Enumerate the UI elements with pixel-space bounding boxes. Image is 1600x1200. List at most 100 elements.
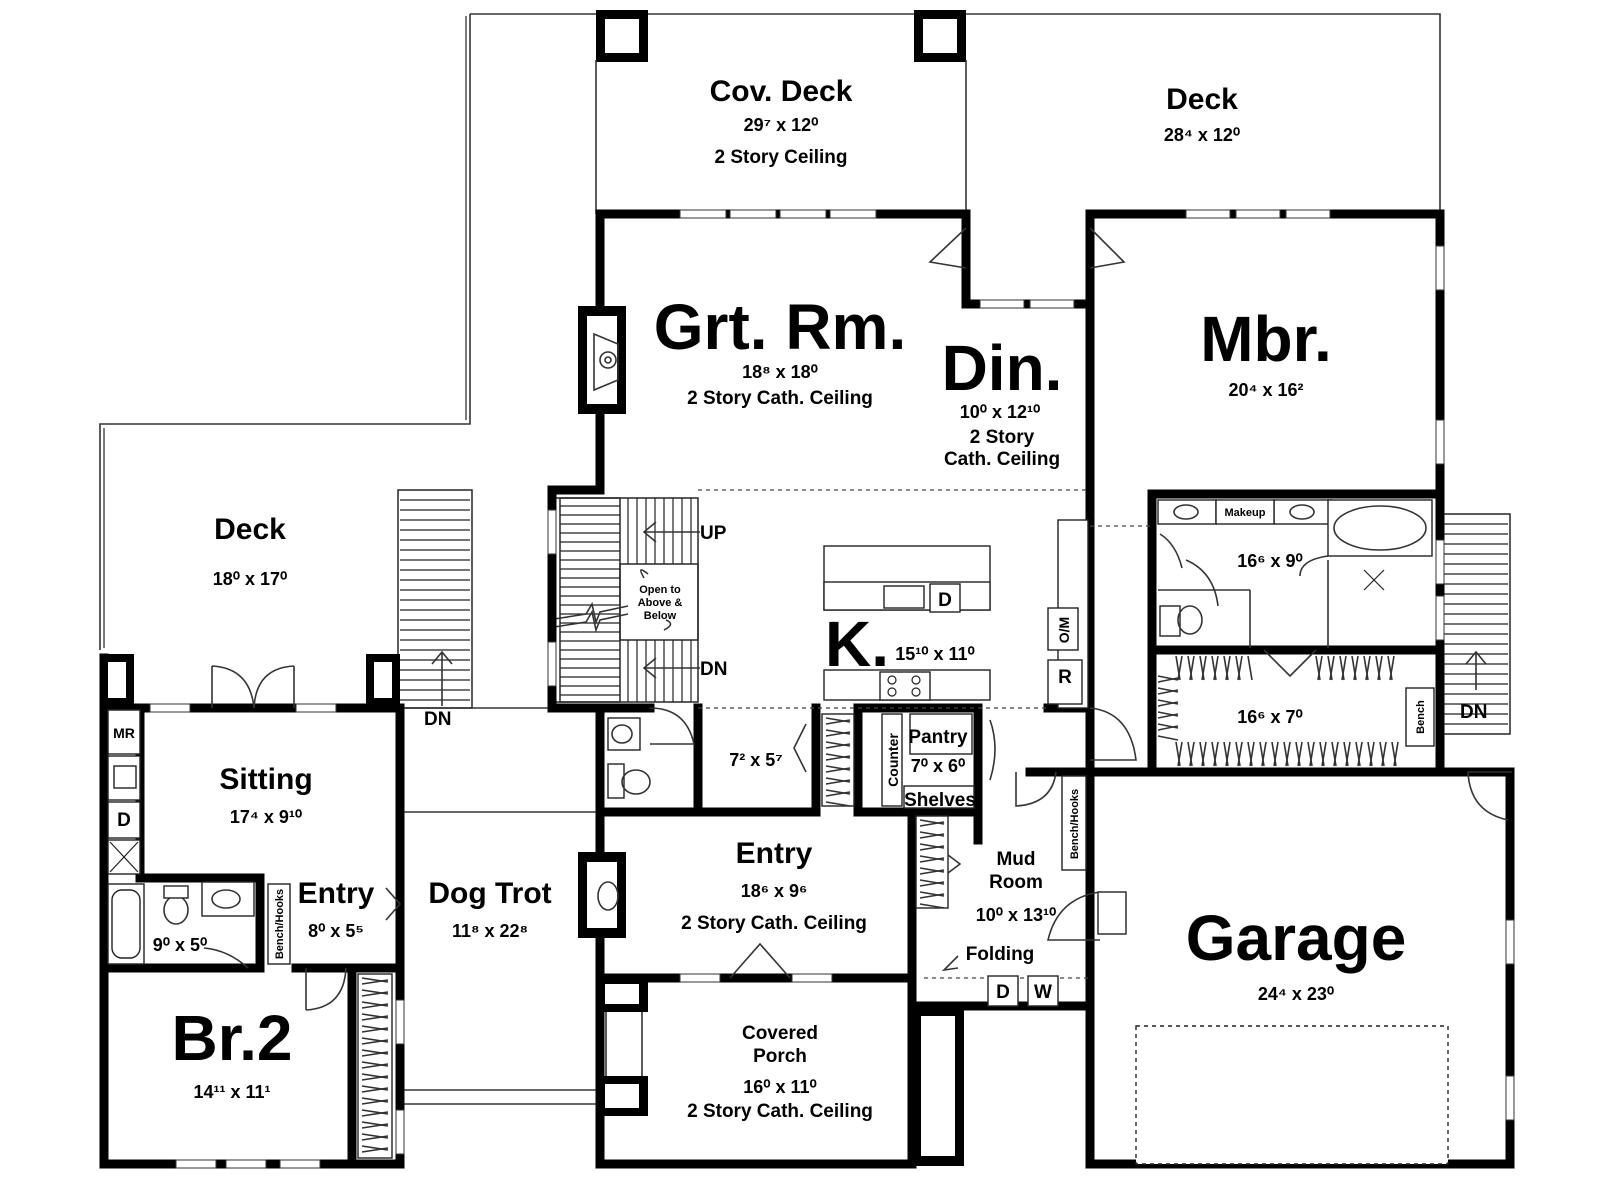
line-detail [825,755,851,761]
dining-note-1: 2 Story [970,427,1035,448]
line-detail [361,1111,389,1117]
deck-top-dim: 28⁴ x 12⁰ [1164,125,1240,145]
line-detail [1261,741,1267,767]
line-detail [1353,655,1359,681]
closets [267,655,1449,1165]
exterior-stairs-left [397,489,473,709]
line-detail [825,779,851,785]
cov-deck-dim: 29⁷ x 12⁰ [744,115,819,135]
line-detail [1273,741,1279,767]
line-detail [1317,655,1323,681]
shelves-label: Shelves [904,790,976,811]
deck-left-dim: 18⁰ x 17⁰ [213,569,288,589]
windows [149,209,1515,1169]
misc-labels: UP DN DN DN Open to Above & Below D O/M … [113,523,1487,831]
porch-dim: 16⁰ x 11⁰ [743,1077,817,1097]
porch-label-2: Porch [753,1046,807,1067]
line-detail [919,821,945,827]
line-detail [361,1063,389,1069]
deck-top-label: Deck [1166,83,1238,116]
kitchen-label: K. [825,608,889,680]
line-detail [1177,655,1183,681]
line-detail [1177,741,1183,767]
line-detail [825,743,851,749]
sitting-label: Sitting [219,763,312,796]
open-to-label-3: Below [644,610,677,622]
mud-room-label-2: Room [989,872,1043,893]
entry-left-label: Entry [298,877,375,910]
line-detail [361,1147,389,1153]
line-detail [1393,741,1399,767]
line-detail [1247,655,1253,681]
porch-label-1: Covered [742,1023,818,1044]
room-labels: Cov. Deck 29⁷ x 12⁰ 2 Story Ceiling Deck… [153,75,1427,1122]
line-detail [361,1087,389,1093]
deck-left-label: Deck [214,513,286,546]
line-detail [825,719,851,725]
line-detail [1189,741,1195,767]
garage-label: Garage [1186,902,1407,974]
line-detail [361,1003,389,1009]
line-detail [361,1135,389,1141]
line-detail [1345,741,1351,767]
line-detail [919,845,945,851]
line-detail [825,767,851,773]
line-detail [1365,655,1371,681]
mr-label: MR [113,725,135,741]
master-label: Mbr. [1200,303,1332,375]
line-detail [1157,713,1179,719]
bench-label: Bench [1415,700,1427,734]
dining-dim: 10⁰ x 12¹⁰ [960,402,1040,422]
entry-main-note: 2 Story Cath. Ceiling [681,913,867,934]
left-dn-label: DN [424,709,451,730]
line-detail [1157,701,1179,707]
line-detail [1213,741,1219,767]
line-detail [1157,735,1179,741]
open-to-label-2: Above & [638,597,683,609]
kitchen-fixtures [823,519,1089,709]
garage-dim: 24⁴ x 23⁰ [1258,984,1334,1004]
oven-micro-label: O/M [1056,617,1072,643]
dryer-label: D [996,982,1010,1003]
bedroom2-dim: 14¹¹ x 11¹ [193,1082,270,1102]
master-dim: 20⁴ x 16² [1229,380,1304,400]
mud-room-label-1: Mud [996,849,1035,870]
cov-deck-note: 2 Story Ceiling [714,147,847,168]
line-detail [919,869,945,875]
line-detail [825,801,851,807]
line-detail [1157,689,1179,695]
kitchen-dim: 15¹⁰ x 11⁰ [895,644,975,664]
line-detail [1213,655,1219,681]
sitting-dim: 17⁴ x 9¹⁰ [230,807,302,827]
exterior-stairs-right [1439,513,1511,735]
hall-bath-dim: 7² x 5⁷ [729,750,782,770]
master-bath-dim: 16⁶ x 9⁰ [1237,551,1303,571]
mud-room-dim: 10⁰ x 13¹⁰ [976,905,1056,925]
pantry-label: Pantry [908,727,968,748]
line-detail [1297,741,1303,767]
master-closet-dim: 16⁶ x 7⁰ [1237,707,1303,727]
line-detail [1377,655,1383,681]
washer-label: W [1034,982,1052,1003]
line-detail [1201,741,1207,767]
great-room-dim: 18⁸ x 18⁰ [742,362,818,382]
dog-trot-dim: 11⁸ x 22⁸ [452,921,528,941]
entry-main-label: Entry [736,837,813,870]
walls [99,10,1515,1169]
entry-bench-label: Bench/Hooks [274,889,286,959]
line-detail [825,791,851,797]
open-to-label-1: Open to [639,584,681,596]
line-detail [1381,741,1387,767]
line-detail [1237,741,1243,767]
line-detail [1189,655,1195,681]
sitting-d-label: D [117,810,131,831]
line-detail [919,833,945,839]
line-detail [1225,655,1231,681]
line-detail [1237,655,1243,681]
fridge-label: R [1058,667,1072,688]
mud-bench-label: Bench/Hooks [1069,789,1081,859]
bedroom2-label: Br.2 [172,1002,293,1074]
bath-fixtures [107,499,1433,965]
line-detail [361,1075,389,1081]
